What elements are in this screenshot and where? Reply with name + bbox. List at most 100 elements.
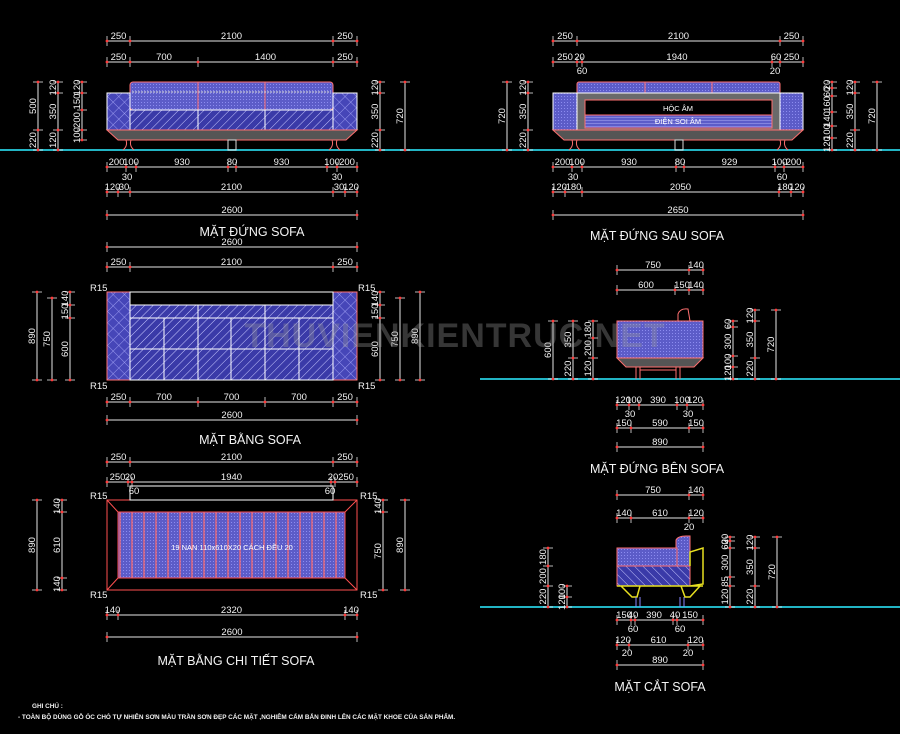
dimension-label: 30 <box>122 172 133 183</box>
dimension-label: 140 <box>688 485 704 496</box>
dimension-label: 350 <box>745 332 756 348</box>
dimension-tick <box>105 60 109 64</box>
dimension-tick <box>701 618 705 622</box>
dimension-label: 250 <box>111 31 127 42</box>
section-view <box>616 535 704 607</box>
dimension-tick <box>355 460 359 464</box>
dimension-label: 120 <box>688 635 704 646</box>
dimension-tick <box>674 165 678 169</box>
dimension-label: 140 <box>616 508 632 519</box>
dimension-tick <box>731 354 735 358</box>
radius-label: R15 <box>358 381 375 392</box>
dimension-label: 180 <box>538 549 549 565</box>
dimension-label: 100 <box>772 157 788 168</box>
dimension-label: 120 <box>845 80 856 96</box>
dimension-label: 1400 <box>255 52 276 63</box>
dimension-label: 30 <box>625 409 636 420</box>
dimension-tick <box>124 165 128 169</box>
dimension-tick <box>801 60 805 64</box>
dimension-tick <box>128 400 132 404</box>
dimension-tick <box>773 165 777 169</box>
dimension-tick <box>701 268 705 272</box>
dimension-tick <box>551 319 555 323</box>
dimension-tick <box>551 39 555 43</box>
dimension-tick <box>801 165 805 169</box>
dimension-column: 890 <box>27 290 42 382</box>
dimension-label: 250 <box>110 472 126 483</box>
dimension-tick <box>615 663 619 667</box>
dimension-label: 220 <box>845 132 856 148</box>
dimension-tick <box>105 213 109 217</box>
dimension-label: 200 <box>583 340 594 356</box>
dimension-label: 180 <box>566 182 582 193</box>
dimension-tick <box>355 635 359 639</box>
dimension-tick <box>329 480 333 484</box>
legs <box>635 367 681 379</box>
dimension-label: 120 <box>789 182 805 193</box>
dimension-tick <box>571 356 575 360</box>
dimension-column: 720 <box>497 80 512 152</box>
dimension-label: 60 <box>771 52 782 63</box>
dimension-tick <box>687 288 691 292</box>
dimension-label: 2050 <box>670 182 691 193</box>
dimension-label: 120 <box>557 594 568 610</box>
dimension-label: 929 <box>722 157 738 168</box>
dimension-tick <box>753 605 757 609</box>
dimension-tick <box>774 308 778 312</box>
dimension-column: 750 <box>42 296 57 382</box>
dimension-label: 40 <box>670 610 681 621</box>
dimension-label: 700 <box>224 392 240 403</box>
dimension-label: 390 <box>646 610 662 621</box>
dimension-tick <box>801 213 805 217</box>
dimension-tick <box>105 265 109 269</box>
dimension-tick <box>116 190 120 194</box>
dimension-label: 180 <box>777 182 793 193</box>
dimension-label: 350 <box>370 104 381 120</box>
dimension-tick <box>830 136 834 140</box>
dimension-row: 890 <box>615 437 705 452</box>
dimension-tick <box>226 165 230 169</box>
dimension-tick <box>331 190 335 194</box>
dimension-tick <box>853 128 857 132</box>
dimension-tick <box>325 165 329 169</box>
dimension-tick <box>565 584 569 588</box>
dimension-label: 120 <box>583 361 594 377</box>
dimension-label: 250 <box>784 52 800 63</box>
dimension-label: 140 <box>52 576 63 592</box>
dimension-tick <box>105 245 109 249</box>
dimension-tick <box>35 290 39 294</box>
dimension-label: 120 <box>370 80 381 96</box>
dimension-label: 140 <box>822 111 833 127</box>
dimension-label: 2100 <box>221 31 242 42</box>
dimension-tick <box>378 303 382 307</box>
dimension-tick <box>546 564 550 568</box>
dimension-tick <box>753 319 757 323</box>
dimension-tick <box>381 588 385 592</box>
dimension-label: 150 <box>616 610 632 621</box>
backrest-outline <box>129 485 334 501</box>
dimension-tick <box>687 516 691 520</box>
dimension-tick <box>615 445 619 449</box>
dimension-tick <box>571 377 575 381</box>
dimension-tick <box>731 365 735 369</box>
dimension-tick <box>830 94 834 98</box>
dimension-label: 350 <box>48 104 59 120</box>
dimension-label: 930 <box>274 157 290 168</box>
dimension-label: 140 <box>60 291 71 307</box>
dimension-label: 300 <box>720 555 731 571</box>
radius-label: R15 <box>90 283 107 294</box>
dimension-tick <box>671 618 675 622</box>
dimension-label: 2320 <box>221 605 242 616</box>
dimension-tick <box>105 613 109 617</box>
dimension-tick <box>35 378 39 382</box>
